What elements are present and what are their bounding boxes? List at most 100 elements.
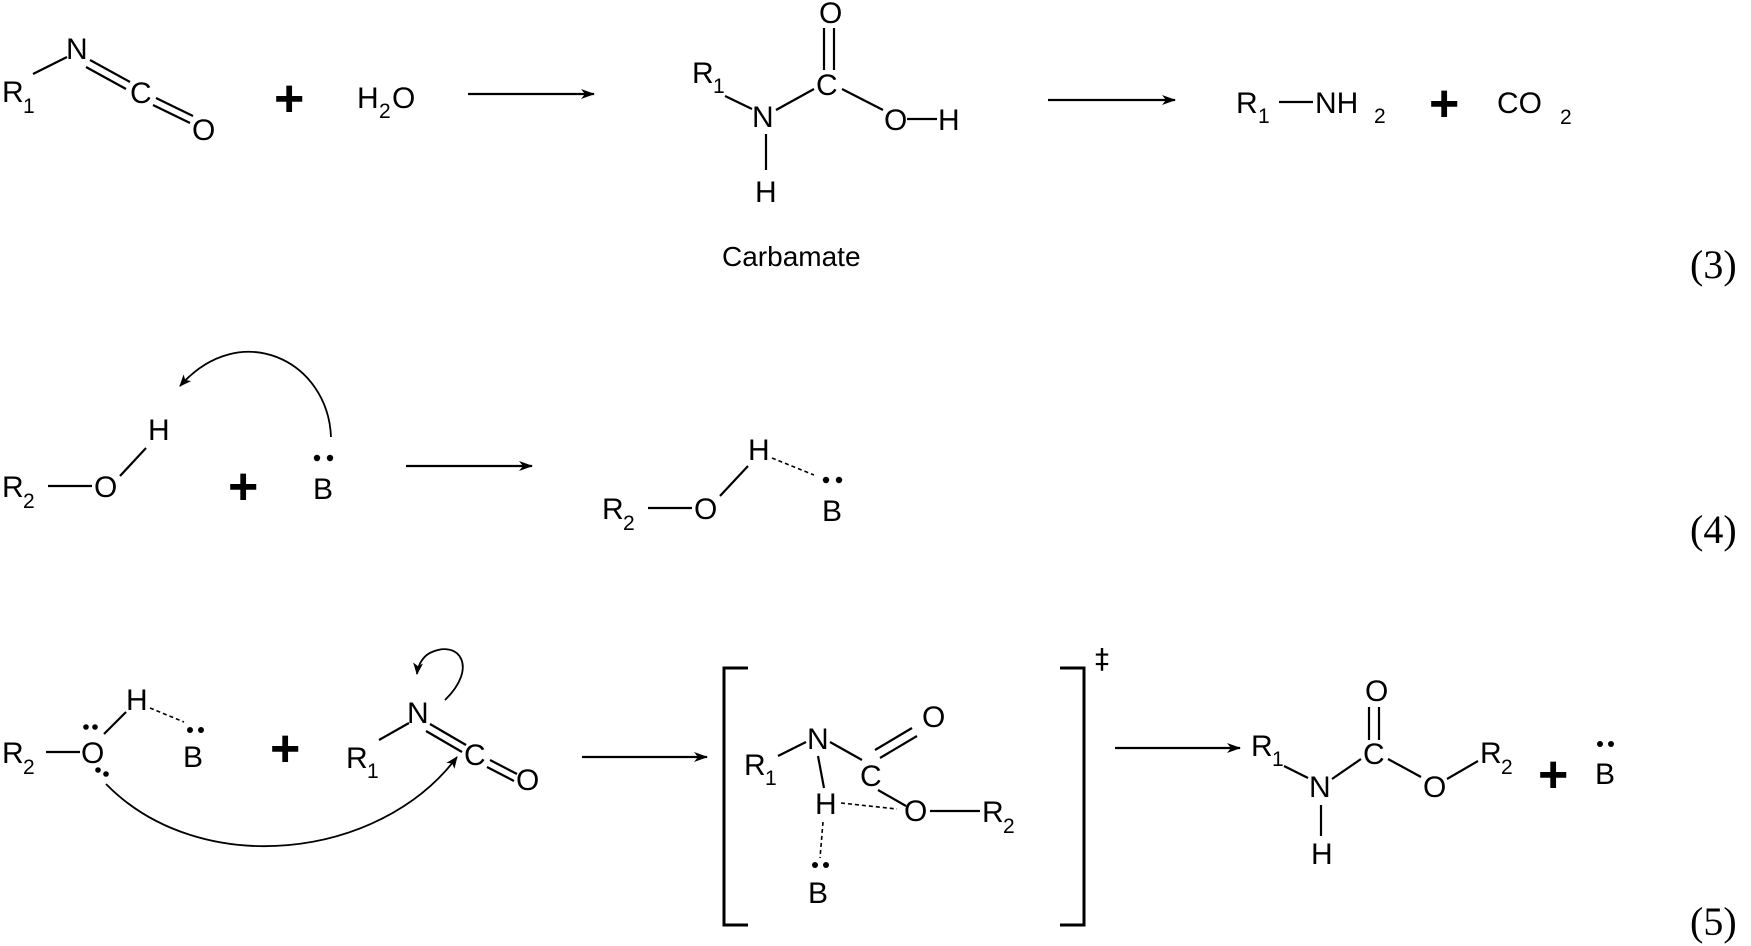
lone-pair-dot xyxy=(812,862,818,868)
bond-C-O-a xyxy=(489,759,518,775)
bond-C-O-a xyxy=(155,97,194,117)
bond-O-H xyxy=(719,465,749,497)
lone-pair-dot xyxy=(187,727,193,733)
atom-H: H xyxy=(938,104,960,137)
transition-state: ‡ O R 1 N C H O R 2 B xyxy=(722,642,1109,927)
atom-N: N xyxy=(807,723,829,756)
atom-B: B xyxy=(808,877,828,910)
isocyanate-eq3: R 1 N C O xyxy=(2,33,215,147)
atom-C: C xyxy=(464,739,486,772)
atom-B: B xyxy=(1595,758,1615,791)
atom-R: R xyxy=(1480,737,1502,770)
carbon-dioxide: CO 2 xyxy=(1497,87,1572,129)
bond-C-O xyxy=(1387,758,1422,778)
lone-pair-dot xyxy=(198,727,204,733)
atom-C: C xyxy=(1363,738,1385,771)
atom-NH: NH xyxy=(1315,87,1358,120)
bond-O-H xyxy=(103,711,127,735)
bond-N-C-b xyxy=(85,66,127,90)
atom-C: C xyxy=(130,77,152,110)
equation-3: R 1 N C O + H 2 O O C R 1 N xyxy=(2,0,1737,287)
atom-N: N xyxy=(1309,771,1331,804)
atom-O: O xyxy=(694,493,717,526)
atom-O: O xyxy=(1423,771,1446,804)
plus-sign: + xyxy=(1538,746,1568,804)
equation-4: R 2 O H + B R 2 O H B (4) xyxy=(2,350,1737,552)
hydrogen-bond xyxy=(771,457,815,476)
subscript-1: 1 xyxy=(1272,748,1284,771)
atom-R: R xyxy=(1251,730,1273,763)
water: H 2 O xyxy=(357,82,415,123)
atom-R: R xyxy=(2,76,24,109)
bond-R1-N xyxy=(378,722,410,741)
curved-arrow xyxy=(105,756,458,848)
isocyanate-eq5: R 1 N C O xyxy=(346,697,539,797)
atom-N: N xyxy=(752,101,774,134)
lone-pair-dot xyxy=(83,724,89,730)
equation-number: (4) xyxy=(1690,507,1737,552)
atom-CO: CO xyxy=(1497,87,1542,120)
equation-number: (3) xyxy=(1690,242,1737,287)
carbamate-eq3: O C R 1 N H O H Carbamate xyxy=(692,0,960,272)
bond-N-H xyxy=(816,755,826,789)
subscript-1: 1 xyxy=(713,75,725,98)
hydrogen-bond xyxy=(819,821,824,859)
hydrogen-bond xyxy=(149,707,185,723)
curved-arrow xyxy=(413,648,464,701)
lone-pair-dot xyxy=(823,862,829,868)
subscript-2: 2 xyxy=(379,100,391,123)
curved-arrow xyxy=(179,350,332,438)
amine: R 1 NH 2 xyxy=(1236,87,1386,128)
right-bracket xyxy=(1060,666,1086,927)
hydrogen-bond xyxy=(840,802,898,810)
bond-C-O-b xyxy=(486,766,515,782)
bond-C-O xyxy=(841,88,884,111)
base-regenerated: B xyxy=(1595,741,1615,791)
bond-R1-N xyxy=(1283,765,1309,779)
atom-H: H xyxy=(815,788,837,821)
atom-R: R xyxy=(744,749,766,782)
atom-O: O xyxy=(922,701,945,734)
subscript-2: 2 xyxy=(1003,815,1015,838)
atom-O: O xyxy=(392,82,415,115)
atom-C: C xyxy=(816,69,838,102)
bond-C-O xyxy=(877,789,907,807)
atom-O: O xyxy=(94,471,117,504)
plus-sign: + xyxy=(228,458,258,516)
atom-H: H xyxy=(755,176,777,209)
atom-O: O xyxy=(904,795,927,828)
atom-O: O xyxy=(1365,675,1388,708)
bond-R1-N xyxy=(724,95,753,110)
atom-O: O xyxy=(81,737,104,770)
atom-H: H xyxy=(1311,838,1333,871)
atom-R: R xyxy=(2,737,24,770)
atom-H: H xyxy=(357,82,379,115)
bond-C-O-b xyxy=(879,735,918,759)
bond-N-C-a xyxy=(429,723,467,746)
subscript-2: 2 xyxy=(623,512,635,535)
lone-pair-dot xyxy=(92,724,98,730)
lone-pair-dot xyxy=(103,771,109,777)
lone-pair-dot xyxy=(95,767,101,773)
atom-H: H xyxy=(126,684,148,717)
atom-O: O xyxy=(516,764,539,797)
atom-B: B xyxy=(822,495,842,528)
plus-sign: + xyxy=(1429,75,1459,133)
bond-N-C-a xyxy=(89,59,131,83)
atom-H: H xyxy=(748,434,770,467)
bond-O-H xyxy=(119,447,147,477)
lone-pair-dot xyxy=(326,454,334,462)
subscript-1: 1 xyxy=(765,767,777,790)
equation-number: (5) xyxy=(1690,899,1737,944)
subscript-2: 2 xyxy=(23,490,35,513)
subscript-1: 1 xyxy=(367,760,379,783)
bond-C-O-b xyxy=(152,104,191,124)
subscript-2: 2 xyxy=(1560,106,1572,129)
base: B xyxy=(313,454,334,506)
atom-R: R xyxy=(982,796,1004,829)
urethane-product: O C R 1 N H O R 2 xyxy=(1251,675,1513,871)
bond-N-C xyxy=(1331,758,1362,780)
left-bracket xyxy=(722,666,748,927)
bond-N-C xyxy=(829,741,863,761)
